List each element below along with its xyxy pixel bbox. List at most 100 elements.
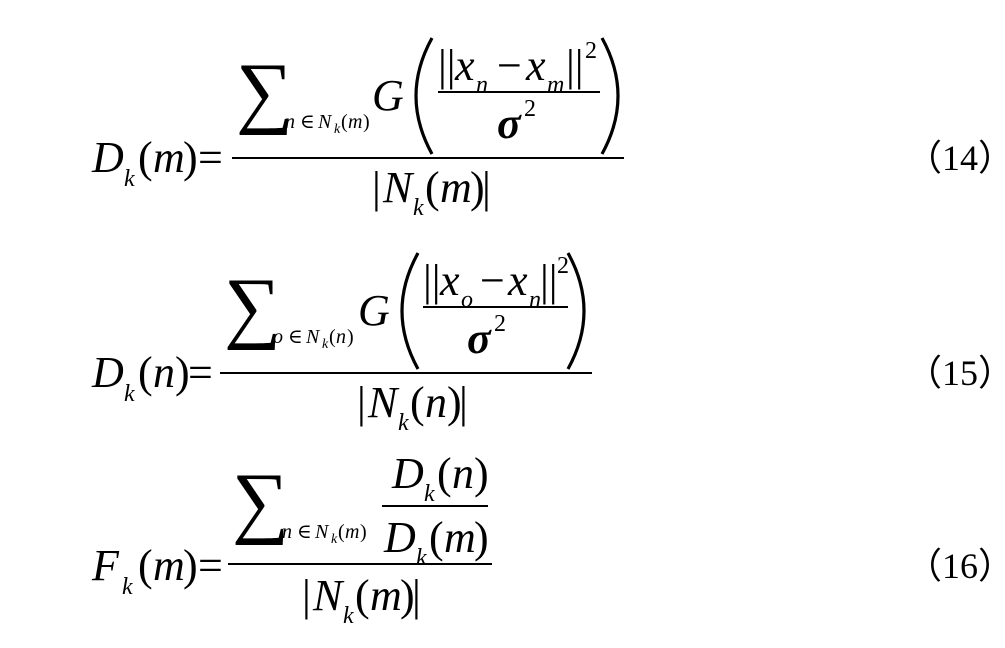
eq15-den-rparen: ) (447, 378, 462, 427)
eq16-lhs-rparen: ) (183, 541, 198, 590)
eq16-number: （16） (906, 546, 1005, 586)
eq15-lhs-rparen: ) (175, 348, 190, 397)
eq14-den-rparen: ) (470, 163, 485, 212)
eq14-xn-sub: n (476, 72, 488, 98)
eq15-norm-sq: 2 (557, 253, 569, 279)
eq15-sub-o: o (273, 326, 283, 348)
eq14-G: G (372, 71, 404, 120)
eq14-den-bar-l: | (372, 163, 381, 212)
eq16-sub-m: m (345, 521, 359, 543)
eq14-equals: = (198, 133, 223, 182)
eq14-xm-sub: m (547, 72, 564, 98)
eq16-sub-elem: ∈ (297, 521, 312, 543)
eq16-den-bar-r: | (412, 571, 421, 620)
eq16-lhs-lparen: ( (138, 541, 153, 590)
eq15-lhs-D: D (91, 348, 124, 397)
eq16-inner-den-lparen: ( (429, 513, 444, 562)
eq16-den-N: N (312, 571, 345, 620)
eq14-sub-N: N (317, 111, 333, 133)
eq15-lhs-k: k (124, 381, 135, 407)
eq15-sum: ∑ (224, 263, 281, 351)
eq15-equals: = (188, 348, 213, 397)
eq14-lhs-D: D (91, 133, 124, 182)
eq16-sub-N: N (314, 521, 330, 543)
eq16-inner-num-D: D (391, 449, 424, 498)
eq15-norm-close: || (540, 256, 558, 305)
eq16-sum: ∑ (232, 458, 289, 546)
eq15-lhs-lparen: ( (138, 348, 153, 397)
equation-14: D k ( m ) = ∑ n ∈ N k ( m ) G || x n − x… (0, 0, 1005, 221)
eq16-inner-num-k: k (424, 481, 435, 507)
eq16-inner-den-rparen: ) (474, 513, 489, 562)
eq15-sub-N: N (305, 326, 321, 348)
eq14-sigma-sq: 2 (524, 96, 536, 122)
eq16-inner-den-m: m (444, 513, 476, 562)
eq15-big-lparen (400, 252, 420, 370)
eq14-norm-close: || (566, 41, 584, 90)
eq14-den-N: N (382, 163, 415, 212)
eq14-lhs-m: m (153, 133, 185, 182)
eq15-xo: x (439, 256, 460, 305)
eq15-sub-n: n (336, 326, 346, 348)
equation-15-svg: D k ( n ) = ∑ o ∈ N k ( n ) G || x o − x… (91, 252, 1005, 436)
eq16-lhs-k: k (122, 574, 133, 600)
eq14-norm-open: || (438, 41, 456, 90)
eq15-den-bar-l: | (357, 378, 366, 427)
eq15-xn: x (507, 256, 528, 305)
eq16-den-rparen: ) (400, 571, 415, 620)
eq16-sub-n: n (282, 521, 292, 543)
eq16-den-bar-l: | (302, 571, 311, 620)
eq14-big-rparen (600, 37, 620, 155)
eq14-sub-k: k (334, 122, 341, 137)
eq14-number: （14） (906, 138, 1005, 178)
eq14-sum: ∑ (236, 48, 293, 136)
eq15-sigma: σ (467, 314, 492, 363)
eq15-den-N: N (367, 378, 400, 427)
eq15-sub-lparen: ( (329, 326, 336, 348)
eq16-lhs-m: m (153, 541, 185, 590)
eq15-minus: − (480, 256, 505, 305)
eq14-big-lparen (414, 37, 434, 155)
eq16-equals: = (198, 541, 223, 590)
eq14-xm: x (525, 41, 546, 90)
eq14-lhs-k: k (124, 166, 135, 192)
eq14-norm-sq: 2 (585, 38, 597, 64)
eq14-den-m: m (440, 163, 472, 212)
eq16-den-m: m (370, 571, 402, 620)
eq15-den-k: k (398, 410, 409, 430)
eq15-den-lparen: ( (410, 378, 425, 427)
eq16-inner-num-n: n (452, 449, 474, 498)
eq14-sub-m: m (348, 111, 362, 133)
equation-15: D k ( n ) = ∑ o ∈ N k ( n ) G || x o − x… (0, 215, 1005, 436)
eq16-inner-num-rparen: ) (474, 449, 489, 498)
eq16-inner-den-D: D (383, 513, 416, 562)
eq15-den-n: n (425, 378, 447, 427)
eq14-sub-n: n (285, 111, 295, 133)
equation-16-svg: F k ( m ) = ∑ n ∈ N k ( m ) D k ( n ) D … (91, 449, 1005, 629)
eq14-lhs-lparen: ( (138, 133, 153, 182)
eq15-sub-elem: ∈ (288, 326, 303, 348)
eq15-den-bar-r: | (459, 378, 468, 427)
eq16-sub-lparen: ( (338, 521, 345, 543)
eq15-norm-open: || (423, 256, 441, 305)
eq14-den-bar-r: | (482, 163, 491, 212)
eq15-number: （15） (906, 353, 1005, 393)
equation-16: F k ( m ) = ∑ n ∈ N k ( m ) D k ( n ) D … (0, 430, 1005, 648)
eq14-xn: x (454, 41, 475, 90)
equation-14-svg: D k ( m ) = ∑ n ∈ N k ( m ) G || x n − x… (91, 37, 1005, 221)
eq16-den-k: k (343, 603, 354, 629)
eq14-lhs-rparen: ) (183, 133, 198, 182)
eq15-xo-sub: o (461, 287, 473, 313)
eq16-den-lparen: ( (355, 571, 370, 620)
eq14-minus: − (497, 41, 522, 90)
eq15-sigma-sq: 2 (494, 311, 506, 337)
eq15-sub-rparen: ) (347, 326, 354, 348)
eq16-inner-num-lparen: ( (437, 449, 452, 498)
eq16-sub-rparen: ) (360, 521, 367, 543)
eq14-sub-elem: ∈ (300, 111, 315, 133)
eq14-den-lparen: ( (425, 163, 440, 212)
eq14-sub-lparen: ( (341, 111, 348, 133)
eq15-sub-k: k (322, 337, 329, 352)
eq14-sub-rparen: ) (363, 111, 370, 133)
eq16-lhs-F: F (91, 541, 120, 590)
